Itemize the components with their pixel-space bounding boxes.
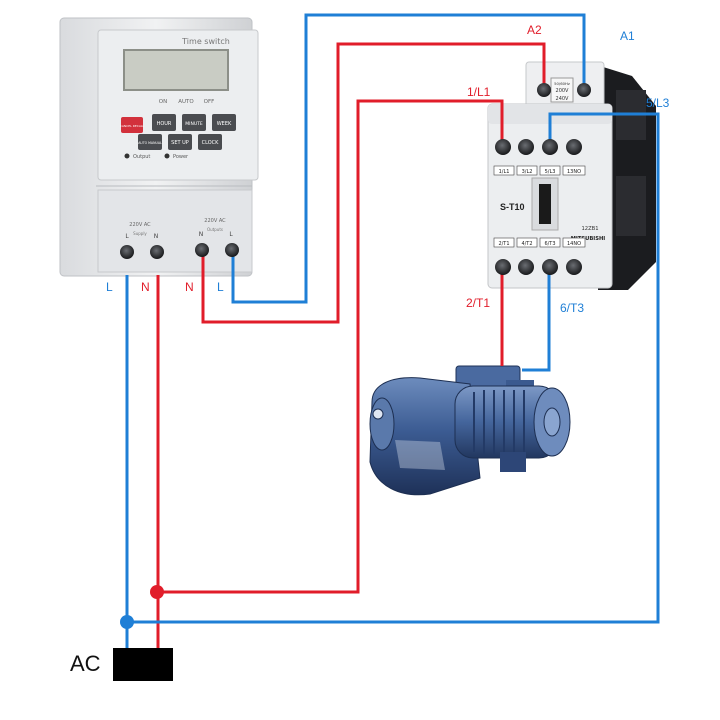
hour-label: HOUR xyxy=(157,121,172,127)
output-indicator-label: Output xyxy=(133,154,150,160)
brand-label: MITSUBISHI xyxy=(571,236,606,242)
t3-screw-icon[interactable] xyxy=(542,259,558,275)
neutral-junction-dot xyxy=(120,615,134,629)
setup-label: SET UP xyxy=(171,140,189,146)
code-label: 12ZB1 xyxy=(581,226,598,232)
auto-manual-button[interactable] xyxy=(138,134,162,150)
input-note-label: Supply xyxy=(133,231,147,236)
auto-manual-label: AUTO MANUAL xyxy=(138,141,162,145)
timer-in-L-wire-label: L xyxy=(106,280,113,294)
output-terminal-N-mark: N xyxy=(199,231,204,238)
water-pump xyxy=(369,365,571,496)
bottom-mark-3: 6/T3 xyxy=(544,241,555,247)
timer-to-a1-wire xyxy=(231,13,586,304)
mode-auto: AUTO xyxy=(178,99,194,105)
no13-screw-icon[interactable] xyxy=(566,139,582,155)
t3-to-pump-wire xyxy=(522,272,551,372)
output-led-icon xyxy=(124,153,130,159)
cancel-recall-label: CANCEL RECALL xyxy=(120,124,145,128)
bottom-mark-1: 2/T1 xyxy=(498,241,509,247)
contactor: 50/60Hz 200V 240V 1/L1 3/L2 5/L3 13NO S-… xyxy=(487,61,656,290)
input-voltage-label: 220V AC xyxy=(129,222,151,228)
a2-screw-icon[interactable] xyxy=(537,83,551,97)
setup-button[interactable] xyxy=(168,134,192,150)
minute-label: MINUTE xyxy=(185,121,203,127)
coil-rating-3: 240V xyxy=(556,96,570,102)
coil-rating-2: 200V xyxy=(556,88,570,94)
bottom-mark-2: 4/T2 xyxy=(521,241,532,247)
mode-on: ON xyxy=(159,99,167,105)
week-label: WEEK xyxy=(217,121,232,127)
top-mark-3: 5/L3 xyxy=(545,169,556,175)
cancel-recall-button[interactable] xyxy=(121,117,143,133)
power-indicator-label: Power xyxy=(173,154,189,160)
top-mark-4: 13NO xyxy=(567,169,581,175)
timer-title: Time switch xyxy=(181,37,230,46)
timer-output-N-screw-icon[interactable] xyxy=(195,243,209,257)
l1-screw-icon[interactable] xyxy=(495,139,511,155)
ac-source-block xyxy=(113,648,173,681)
line-junction-dot xyxy=(150,585,164,599)
t2-screw-icon[interactable] xyxy=(518,259,534,275)
l3-screw-icon[interactable] xyxy=(542,139,558,155)
coil-rating-1: 50/60Hz xyxy=(554,81,570,86)
timer-input-L-screw-icon[interactable] xyxy=(120,245,134,259)
l3-label: 5/L3 xyxy=(646,96,670,110)
week-button[interactable] xyxy=(212,114,236,131)
t3-label: 6/T3 xyxy=(560,301,584,315)
top-mark-2: 3/L2 xyxy=(522,169,533,175)
power-led-icon xyxy=(164,153,170,159)
model-label: S-T10 xyxy=(500,202,525,212)
a1-screw-icon[interactable] xyxy=(577,83,591,97)
input-terminal-N-mark: N xyxy=(154,233,159,240)
output-voltage-label: 220V AC xyxy=(204,218,226,224)
bottom-mark-4: 14NO xyxy=(567,241,581,247)
mode-labels: ON AUTO OFF xyxy=(159,99,215,105)
l2-screw-icon[interactable] xyxy=(518,139,534,155)
t1-screw-icon[interactable] xyxy=(495,259,511,275)
l1-label: 1/L1 xyxy=(467,85,491,99)
top-mark-1: 1/L1 xyxy=(499,169,510,175)
a1-label: A1 xyxy=(620,29,635,43)
supply-to-l1-wire xyxy=(158,99,504,594)
timer-output-L-screw-icon[interactable] xyxy=(225,243,239,257)
clock-button[interactable] xyxy=(198,134,222,150)
timer-terminals xyxy=(120,243,239,259)
timer-out-L-wire-label: L xyxy=(217,280,224,294)
time-switch: Time switch ON AUTO OFF CANCEL RECALL HO… xyxy=(59,17,259,277)
t1-label: 2/T1 xyxy=(466,296,490,310)
input-terminal-L-mark: L xyxy=(125,233,129,240)
timer-input-N-screw-icon[interactable] xyxy=(150,245,164,259)
no14-screw-icon[interactable] xyxy=(566,259,582,275)
output-terminal-L-mark: L xyxy=(229,231,233,238)
ac-label: AC xyxy=(70,651,101,676)
contactor-terminals xyxy=(495,83,591,275)
timer-buttons[interactable]: CANCEL RECALL HOUR MINUTE WEEK AUTO MANU… xyxy=(120,114,236,150)
timer-in-N-wire-label: N xyxy=(141,280,150,294)
timer-to-a2-wire xyxy=(201,42,546,324)
minute-button[interactable] xyxy=(182,114,206,131)
output-note-label: Outputs xyxy=(207,227,223,232)
timer-out-N-wire-label: N xyxy=(185,280,194,294)
lcd-display xyxy=(123,49,229,91)
mode-off: OFF xyxy=(204,99,215,105)
supply-to-l3-wire xyxy=(127,112,660,624)
hour-button[interactable] xyxy=(152,114,176,131)
clock-label: CLOCK xyxy=(202,140,220,146)
a2-label: A2 xyxy=(527,23,542,37)
